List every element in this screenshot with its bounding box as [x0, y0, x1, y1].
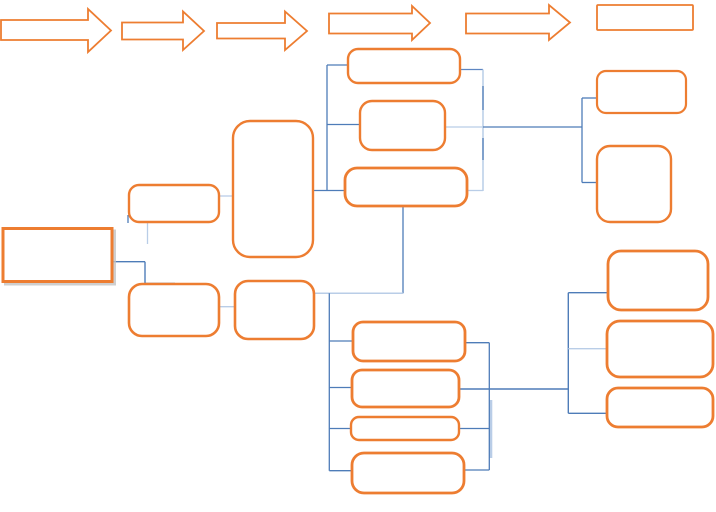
right-node-c[interactable] — [605, 386, 715, 429]
right-square-node[interactable] — [595, 144, 673, 224]
process-arrow-5[interactable] — [465, 3, 572, 42]
start-node[interactable] — [1, 227, 114, 283]
right-upper-node[interactable] — [595, 69, 688, 115]
tall-center-node[interactable] — [231, 119, 315, 259]
center-lower-node[interactable] — [233, 279, 316, 341]
stack-node-1[interactable] — [351, 320, 467, 363]
cluster-top-node[interactable] — [346, 47, 462, 85]
stack-node-3[interactable] — [349, 415, 461, 442]
cluster-middle-node[interactable] — [358, 99, 447, 152]
process-arrow-3[interactable] — [216, 9, 309, 52]
stack-node-4[interactable] — [350, 451, 466, 495]
right-node-a[interactable] — [606, 249, 710, 312]
process-arrow-1[interactable] — [0, 6, 113, 55]
cluster-bottom-node[interactable] — [343, 166, 469, 208]
right-node-b[interactable] — [605, 319, 715, 379]
stack-node-2[interactable] — [350, 368, 461, 409]
process-arrow-4[interactable] — [328, 3, 432, 43]
top-right-box[interactable] — [596, 4, 694, 31]
process-arrow-2[interactable] — [121, 9, 206, 53]
left-lower-node[interactable] — [127, 282, 221, 338]
left-upper-node[interactable] — [127, 183, 221, 224]
